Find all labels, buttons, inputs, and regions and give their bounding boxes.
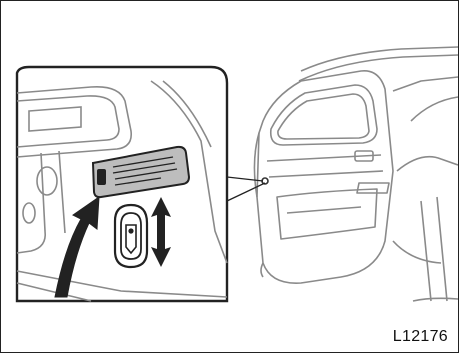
child-lock-lever-icon	[115, 205, 147, 267]
figure-code: L12176	[393, 328, 448, 346]
rear-door-open-icon	[254, 47, 458, 301]
leader-line	[227, 177, 265, 201]
child-lock-detail-icon	[17, 67, 227, 301]
